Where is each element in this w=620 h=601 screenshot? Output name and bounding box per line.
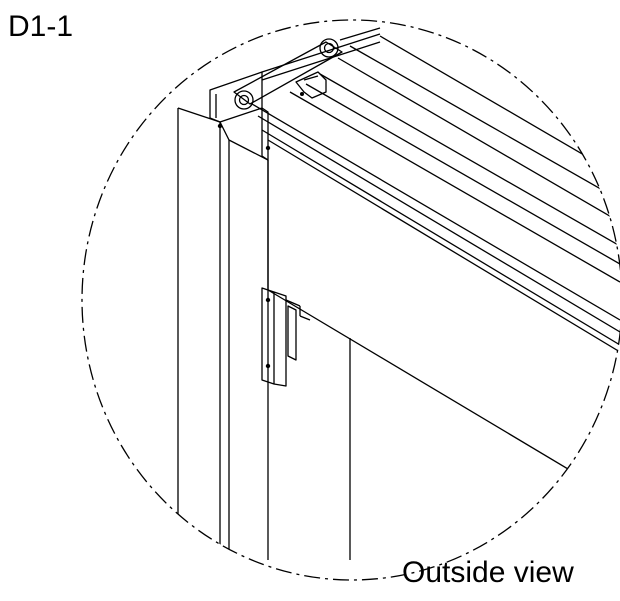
clip-fitting xyxy=(295,71,327,99)
panel-lower-edge xyxy=(267,289,620,501)
top-bracket xyxy=(209,27,381,123)
pivot-arm xyxy=(233,38,343,110)
detail-circle xyxy=(81,19,620,581)
screw-dots xyxy=(217,92,304,369)
view-caption-label: Outside view xyxy=(402,556,574,589)
frame-post xyxy=(177,107,269,560)
detail-id-label: D1-1 xyxy=(8,10,74,43)
panel-bracket xyxy=(261,287,311,387)
side-plate xyxy=(261,107,269,290)
top-frame-bar xyxy=(251,35,620,353)
